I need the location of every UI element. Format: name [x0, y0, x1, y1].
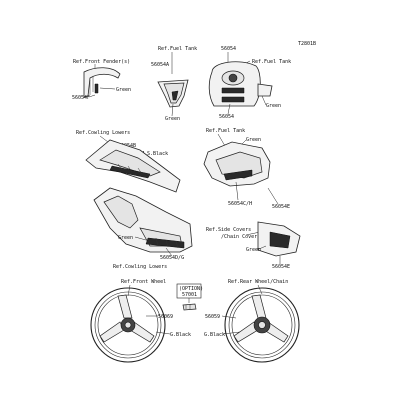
fuel-tank-side-decal-2: [221, 96, 245, 103]
front-wheel-spoke-1: [117, 294, 133, 319]
fuel-tank-side-decal-1: [221, 87, 245, 94]
fuel-tank-lower-color: Green: [246, 137, 261, 143]
fuel-tank-top-ref-label: Ref.Fuel Tank: [158, 46, 197, 52]
fuel-tank-top-group: Ref.Fuel Tank 56054A Green: [151, 46, 197, 122]
cowling-lower-ref-label: Ref.Cowling Lowers: [113, 264, 167, 270]
cowling-upper-color: M.S.Black: [141, 151, 168, 157]
front-fender-part-number: 56054F: [72, 95, 90, 101]
front-wheel-spoke-3: [99, 321, 125, 343]
fuel-tank-top-color: Green: [165, 116, 180, 122]
cowling-upper-ref-label: Ref.Cowling Lowers: [76, 130, 130, 136]
rear-wheel-part-number: 56059: [205, 314, 220, 320]
fuel-tank-lower-ref-label: Ref.Fuel Tank: [206, 128, 245, 134]
fuel-tank-top-decal: [171, 90, 179, 101]
option-part-number: 57001: [182, 292, 197, 298]
side-covers-ref-line2: /Chain Cover: [221, 234, 257, 240]
option-label: (OPTION): [179, 286, 203, 292]
rear-wheel-ref-label: Ref.Rear Wheel/Chain: [228, 279, 288, 285]
fuel-tank-side-color: Green: [266, 103, 281, 109]
cowling-lower-color: Green: [118, 235, 133, 241]
cowling-upper-decal: [109, 165, 151, 179]
cowling-lower-decal: [145, 237, 185, 249]
side-covers-part-number: 56054E: [272, 264, 290, 270]
rear-wheel-group: Ref.Rear Wheel/Chain 56059 G.Black: [204, 279, 300, 363]
rear-wheel-spoke-1: [251, 294, 267, 319]
cowling-lower-part-number: 56054D/G: [160, 255, 184, 261]
rear-wheel-color: G.Black: [204, 332, 225, 338]
fuel-tank-top-part-number: 56054A: [151, 62, 169, 68]
option-tool: [182, 303, 197, 311]
diagram-id: T2801B: [298, 41, 316, 47]
fuel-tank-lower-decal: [223, 169, 253, 181]
fuel-tank-lower-group: Ref.Fuel Tank Green 56054C/H: [203, 128, 271, 207]
front-fender-decal: [94, 83, 99, 94]
cowling-upper-group: Ref.Cowling Lowers 56054B M.S.Black: [76, 130, 181, 193]
front-fender-ref-label: Ref.Front Fender(s): [73, 59, 130, 65]
fuel-tank-side-group: 56054 Ref.Fuel Tank Green 56054: [208, 46, 291, 120]
side-covers-ref-line1: Ref.Side Covers: [206, 227, 251, 233]
front-wheel-part-number: 56069: [158, 314, 173, 320]
front-fender-color: Green: [116, 87, 131, 93]
side-covers-top-part-number: 56054E: [272, 204, 290, 210]
option-group: (OPTION) 57001: [176, 283, 203, 311]
cowling-lower-group: Green 56054D/G Ref.Cowling Lowers: [93, 187, 193, 270]
side-covers-group: 56054E Ref.Side Covers /Chain Cover Gree…: [206, 187, 301, 270]
side-covers-color: Green: [246, 247, 261, 253]
fuel-tank-lower-part-number: 56054C/H: [228, 201, 252, 207]
side-covers-decal: [269, 231, 291, 249]
fuel-tank-side-part-number-b: 56054: [219, 114, 234, 120]
fuel-tank-side-part-number: 56054: [221, 46, 236, 52]
front-fender-group: Ref.Front Fender(s) 56054F Green: [72, 59, 131, 101]
front-wheel-color: G.Black: [170, 332, 191, 338]
front-wheel-ref-label: Ref.Front Wheel: [121, 279, 166, 285]
front-fender-part: [83, 67, 121, 98]
fuel-tank-side-ref-label: Ref.Fuel Tank: [252, 59, 291, 65]
front-wheel-group: Ref.Front Wheel 56069 G.Black: [90, 279, 191, 363]
